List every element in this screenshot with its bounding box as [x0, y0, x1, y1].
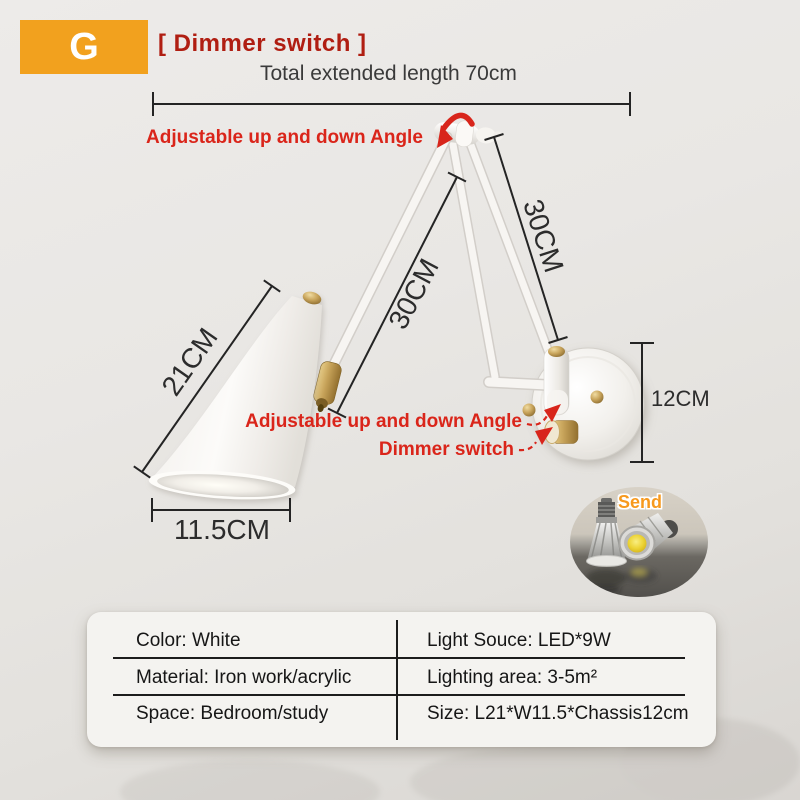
dimension-line-30cm-upper	[327, 171, 467, 419]
badge-g-letter: G	[69, 25, 99, 68]
table-divider-row1	[113, 657, 685, 659]
badge-g: G	[20, 20, 148, 74]
spec-color: Color: White	[136, 630, 241, 651]
spec-table: Color: White Light Souce: LED*9W Materia…	[87, 612, 716, 747]
spec-space: Space: Bedroom/study	[136, 703, 329, 724]
spec-lighting-area: Lighting area: 3-5m²	[427, 667, 598, 688]
led-bulb-e27	[586, 498, 627, 567]
curved-arrow-icon	[437, 112, 475, 148]
shade-top-brass-cap	[302, 291, 322, 305]
table-divider-vertical	[396, 620, 398, 740]
brass-screw-left	[522, 403, 536, 417]
dimension-shade-diameter: 11.5CM	[174, 514, 270, 545]
total-length-label: Total extended length 70cm	[260, 62, 517, 85]
dimension-chassis: 12CM	[651, 386, 710, 411]
brass-screw-right	[590, 390, 604, 404]
spec-material: Material: Iron work/acrylic	[136, 667, 352, 688]
bulbs-inset	[570, 487, 708, 597]
led-bulb-spot	[618, 513, 678, 561]
send-badge: Send	[617, 492, 662, 512]
dimension-line-30cm-lower	[484, 133, 568, 344]
page-title: [ Dimmer switch ]	[158, 30, 367, 57]
dimension-line-11-5cm	[151, 498, 291, 522]
dimension-lines	[133, 92, 654, 522]
adjustable-angle-label-top: Adjustable up and down Angle	[146, 127, 423, 148]
table-divider-row2	[113, 694, 685, 696]
dimension-line-21cm	[133, 279, 281, 479]
dimmer-switch-label: Dimmer switch	[378, 439, 514, 460]
spec-light-source: Light Souce: LED*9W	[427, 630, 611, 651]
dashed-arrow-dimmer-icon	[518, 427, 553, 452]
wall-chassis	[522, 347, 645, 461]
mount-joint	[543, 346, 570, 416]
lamp-shade	[148, 291, 322, 500]
dimension-line-70cm	[152, 92, 631, 116]
upper-arm	[327, 131, 453, 372]
dashed-arrow-angle-icon	[526, 404, 561, 426]
adjustable-angle-label-mid: Adjustable up and down Angle	[245, 411, 522, 432]
brass-connector	[313, 361, 342, 413]
dimension-line-12cm	[630, 342, 654, 463]
spec-size: Size: L21*W11.5*Chassis12cm	[427, 703, 689, 724]
